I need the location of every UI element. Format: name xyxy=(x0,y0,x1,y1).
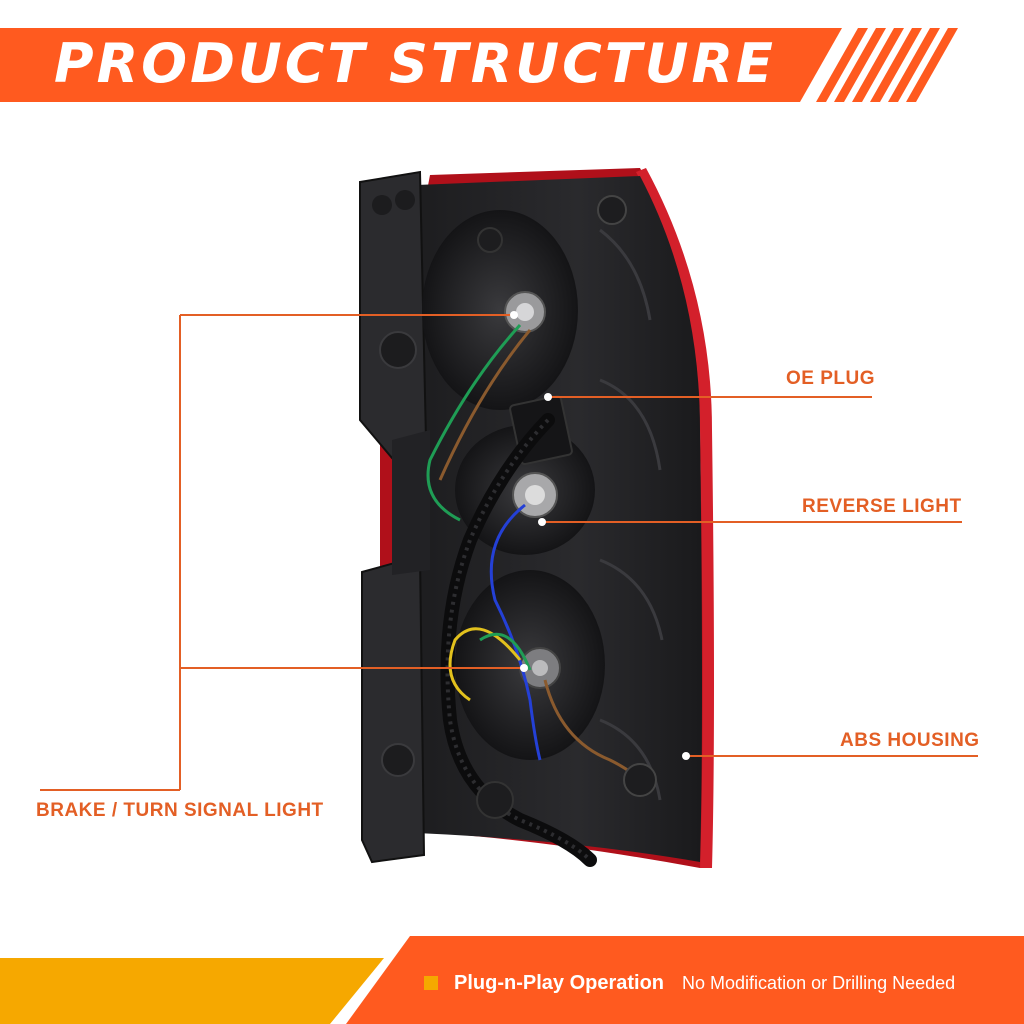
callout-dots xyxy=(510,311,690,760)
brake-turn-signal-label: BRAKE / TURN SIGNAL LIGHT xyxy=(36,800,324,821)
feature-bullet-icon xyxy=(424,976,438,990)
feature-description: No Modification or Drilling Needed xyxy=(682,972,956,993)
footer-bar xyxy=(0,936,1024,1024)
reverse-light-label: REVERSE LIGHT xyxy=(802,496,962,517)
header-banner xyxy=(0,28,958,102)
brake-turn-line xyxy=(40,314,524,791)
oe-plug-label: OE PLUG xyxy=(786,368,876,389)
upper-chamber xyxy=(422,210,578,410)
banner-stripes xyxy=(816,28,958,102)
footer-feature: Plug-n-Play Operation No Modification or… xyxy=(424,968,955,998)
feature-title: Plug-n-Play Operation xyxy=(454,971,665,994)
page-title: PRODUCT STRUCTURE xyxy=(54,32,776,95)
callout-lines xyxy=(40,314,978,791)
abs-housing-label: ABS HOUSING xyxy=(840,730,980,751)
mount-bracket-lower xyxy=(361,554,426,864)
